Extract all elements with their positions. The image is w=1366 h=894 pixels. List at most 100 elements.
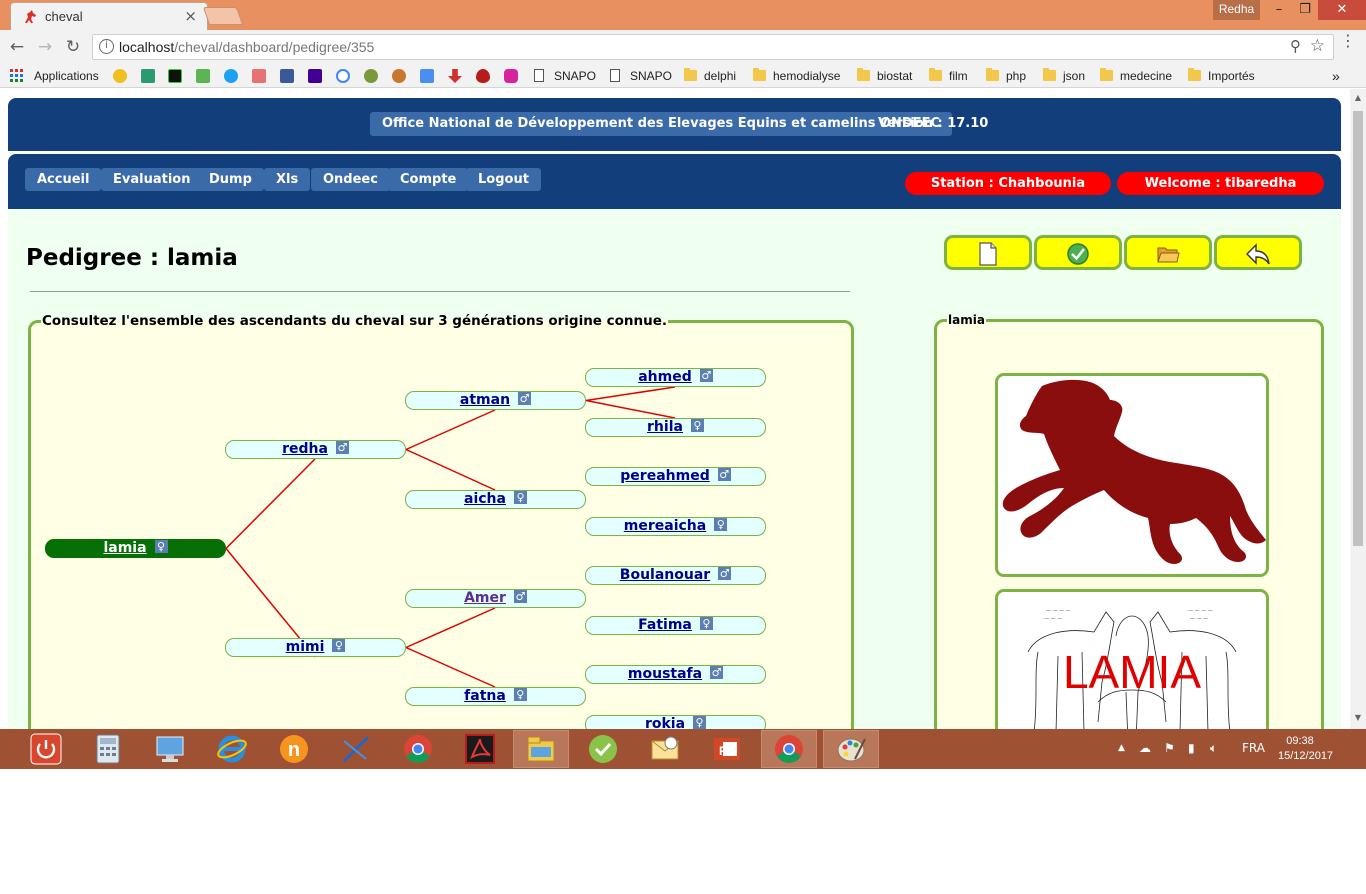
calculator-icon[interactable] xyxy=(92,733,124,765)
bookmark-favicon-icon[interactable] xyxy=(364,69,378,83)
system-clock[interactable]: 09:38 15/12/2017 xyxy=(1278,734,1333,764)
horse-name-link[interactable]: lamia xyxy=(103,540,147,556)
nav-accueil[interactable]: Accueil xyxy=(25,168,102,191)
blood-drop-icon[interactable] xyxy=(476,69,490,83)
acrobat-icon[interactable] xyxy=(464,733,496,765)
new-document-button[interactable] xyxy=(944,235,1032,270)
scroll-down-icon[interactable]: ▼ xyxy=(1354,713,1362,722)
bookmark-applications[interactable]: Applications xyxy=(34,69,99,83)
horse-name-link[interactable]: Fatima xyxy=(638,617,692,633)
back-button[interactable] xyxy=(1214,235,1302,270)
horse-name-link[interactable]: redha xyxy=(282,441,328,457)
bookmark-hemodialyse[interactable]: hemodialyse xyxy=(753,67,840,85)
chrome-active-icon[interactable] xyxy=(773,733,805,765)
horse-name-link[interactable]: aicha xyxy=(464,491,506,507)
horse-bookmark-icon[interactable] xyxy=(252,69,266,83)
tab-close-icon[interactable]: × xyxy=(184,7,197,25)
horse-name-link[interactable]: rhila xyxy=(647,419,683,435)
bookmarks-overflow-icon[interactable]: » xyxy=(1332,68,1340,84)
language-indicator[interactable]: FRA xyxy=(1242,741,1265,755)
nav-dump[interactable]: Dump xyxy=(197,168,264,191)
facebook-icon[interactable] xyxy=(280,69,294,83)
scrollbar-thumb[interactable] xyxy=(1353,111,1363,546)
forward-icon[interactable]: → xyxy=(37,37,53,57)
tray-expand-icon[interactable]: ▲ xyxy=(1118,743,1125,753)
maximize-icon[interactable]: ❐ xyxy=(1299,2,1311,17)
volume-icon[interactable]: 🔈︎ xyxy=(1210,741,1218,755)
bookmark-star-icon[interactable]: ☆ xyxy=(1309,36,1325,56)
bookmark-favicon-icon[interactable] xyxy=(196,69,210,83)
horse-name-link[interactable]: atman xyxy=(459,392,511,408)
pedigree-node: atman♂ xyxy=(405,391,586,410)
nav-evaluation[interactable]: Evaluation xyxy=(101,168,203,191)
bookmark-snapo-2[interactable]: SNAPO xyxy=(610,67,672,85)
bookmark-favicon-icon[interactable] xyxy=(168,69,182,83)
bookmark-snapo-1[interactable]: SNAPO xyxy=(534,67,596,85)
download-arrow-icon[interactable] xyxy=(448,69,462,83)
profile-chip[interactable]: Redha xyxy=(1213,0,1260,20)
close-window-icon[interactable]: ✕ xyxy=(1318,0,1366,20)
male-symbol-icon: ♂ xyxy=(717,468,731,481)
flag-icon[interactable]: ⚑ xyxy=(1164,741,1175,755)
bookmark-medecine[interactable]: medecine xyxy=(1100,67,1172,85)
female-symbol-icon: ♀ xyxy=(513,491,527,504)
bookmark-json[interactable]: json xyxy=(1043,67,1085,85)
tab-title: cheval xyxy=(45,9,83,24)
control-panel-icon[interactable] xyxy=(154,733,186,765)
file-explorer-icon[interactable] xyxy=(525,733,557,765)
bookmark-importes[interactable]: Importés xyxy=(1188,67,1255,85)
google-icon[interactable] xyxy=(336,69,350,83)
nav-xls[interactable]: Xls xyxy=(264,168,311,191)
yahoo-icon[interactable] xyxy=(308,69,322,83)
green-app-icon[interactable] xyxy=(587,733,619,765)
svg-text:— — —: — — — xyxy=(1190,616,1208,622)
instagram-icon[interactable] xyxy=(504,69,518,83)
minimize-icon[interactable]: – xyxy=(1275,2,1283,17)
outlook-icon[interactable] xyxy=(649,733,681,765)
powerpoint-icon[interactable]: P xyxy=(711,733,743,765)
bookmark-biostat[interactable]: biostat xyxy=(857,67,912,85)
address-bar[interactable]: i localhost/cheval/dashboard/pedigree/35… xyxy=(92,34,1334,60)
info-icon[interactable]: i xyxy=(99,39,114,54)
back-icon[interactable]: ← xyxy=(9,37,25,57)
power-icon[interactable] xyxy=(30,733,62,765)
page-scrollbar[interactable]: ▲ ▼ xyxy=(1350,89,1366,729)
female-symbol-icon: ♀ xyxy=(693,716,707,729)
tools-icon[interactable] xyxy=(340,733,372,765)
bookmark-favicon-icon[interactable] xyxy=(141,69,155,83)
zoom-icon[interactable]: ⚲ xyxy=(1290,37,1301,55)
scroll-up-icon[interactable]: ▲ xyxy=(1354,93,1362,102)
translate-icon[interactable] xyxy=(420,69,434,83)
horse-name-link[interactable]: moustafa xyxy=(627,666,703,682)
bookmark-favicon-icon[interactable] xyxy=(392,69,406,83)
browser-menu-icon[interactable]: ⋮ xyxy=(1340,31,1356,50)
twitter-icon[interactable] xyxy=(224,69,238,83)
reload-icon[interactable]: ↻ xyxy=(65,37,81,57)
chrome-icon[interactable] xyxy=(402,733,434,765)
horse-name-link[interactable]: rokia xyxy=(644,716,686,729)
horse-name-link[interactable]: Boulanouar xyxy=(619,567,711,583)
paint-icon[interactable] xyxy=(835,733,867,765)
apps-grid-icon[interactable] xyxy=(10,69,24,83)
internet-explorer-icon[interactable] xyxy=(216,733,248,765)
horse-name-link[interactable]: mereaicha xyxy=(623,518,707,534)
nav-logout[interactable]: Logout xyxy=(466,168,541,191)
battery-icon[interactable]: ▮ xyxy=(1188,741,1195,755)
nav-compte[interactable]: Compte xyxy=(388,168,469,191)
bookmark-film[interactable]: film xyxy=(929,67,968,85)
validate-button[interactable] xyxy=(1034,235,1122,270)
horse-name-link[interactable]: mimi xyxy=(285,639,325,655)
open-folder-button[interactable] xyxy=(1124,235,1212,270)
horse-name-link[interactable]: ahmed xyxy=(638,369,692,385)
onedrive-icon[interactable]: ☁ xyxy=(1139,741,1151,755)
bookmark-favicon-icon[interactable] xyxy=(113,69,127,83)
horse-name-link[interactable]: Amer xyxy=(464,590,506,606)
browser-tab[interactable]: cheval × xyxy=(10,2,208,30)
horse-name-link[interactable]: pereahmed xyxy=(620,468,710,484)
nav-ondeec[interactable]: Ondeec xyxy=(311,168,390,191)
new-tab-button[interactable] xyxy=(202,7,244,25)
bookmark-delphi[interactable]: delphi xyxy=(684,67,736,85)
nero-icon[interactable]: n xyxy=(278,733,310,765)
horse-name-link[interactable]: fatna xyxy=(464,688,506,704)
bookmark-php[interactable]: php xyxy=(986,67,1026,85)
